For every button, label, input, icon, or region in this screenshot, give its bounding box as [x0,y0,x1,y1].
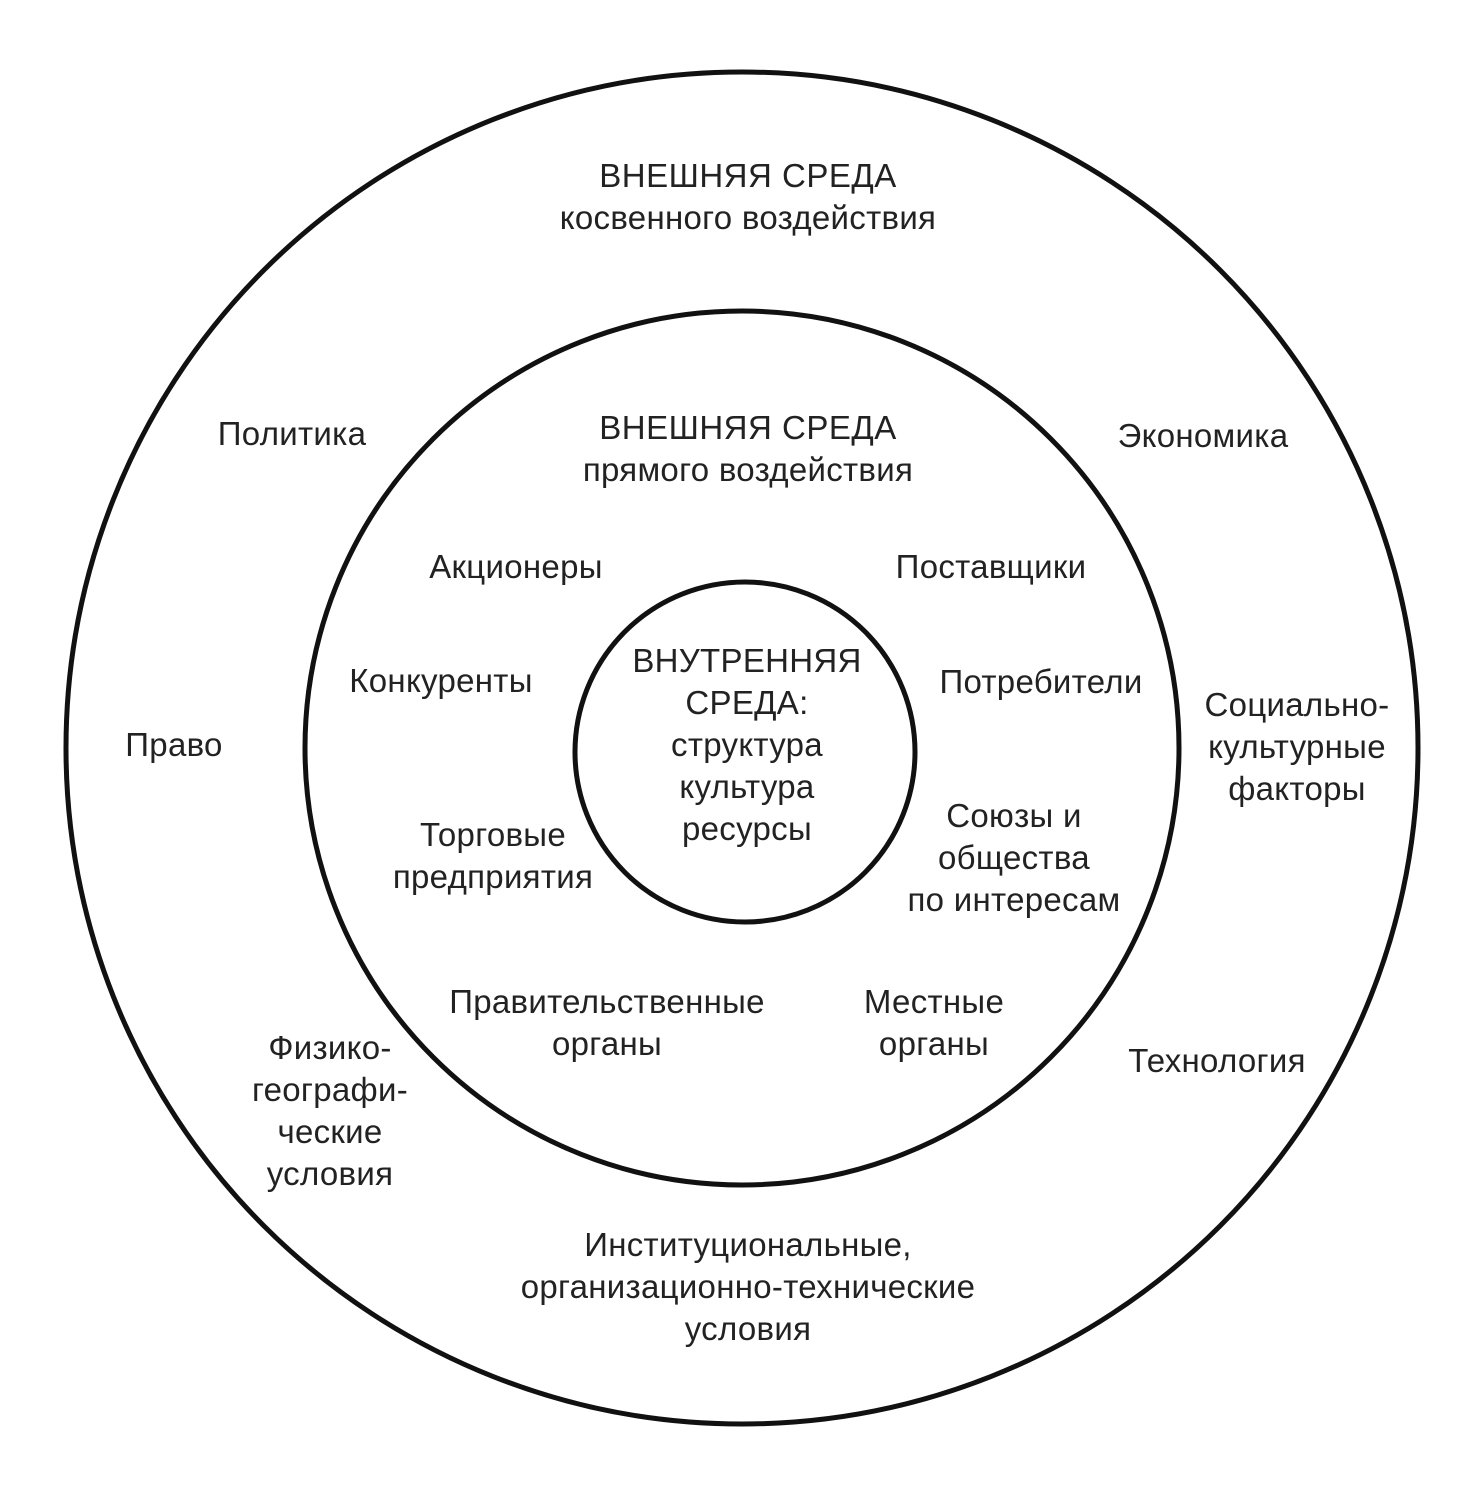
factor-institutional-line-1: Институциональные, [584,1226,912,1263]
middle-ring-subtitle: прямого воздействия [582,451,914,488]
inner-circle-text: ВНУТРЕННЯЯ СРЕДА: структура культура рес… [632,640,861,850]
factor-sociocultural: Социально- культурные факторы [1205,684,1390,810]
factor-institutional-line-2: организационно-технические [520,1268,976,1305]
inner-line-1: ВНУТРЕННЯЯ [632,642,862,679]
middle-ring-title: ВНЕШНЯЯ СРЕДА [599,409,897,446]
factor-local-line-1: Местные [863,983,1005,1020]
factor-law: Право [125,726,223,763]
factor-government-line-1: Правительственные [449,983,765,1020]
factor-suppliers: Поставщики [895,548,1087,585]
factor-government-line-2: органы [551,1025,663,1062]
factor-physgeo-line-3: ческие [277,1113,383,1150]
inner-line-2: СРЕДА: [685,684,809,721]
factor-trade-line-1: Торговые [420,816,566,853]
factor-unions-line-2: общества [938,839,1090,876]
factor-unions-line-3: по интересам [907,881,1121,918]
factor-institutional: Институциональные, организационно-технич… [521,1224,976,1350]
factor-government: Правительственные органы [449,981,765,1065]
factor-physgeo: Физико- географи- ческие условия [252,1027,408,1195]
factor-sociocultural-line-3: факторы [1228,770,1366,807]
factor-trade-line-2: предприятия [392,858,594,895]
factor-shareholders: Акционеры [429,548,603,585]
outer-ring-circle [63,69,1421,1427]
factor-physgeo-line-1: Физико- [268,1029,392,1066]
inner-circle [572,579,918,925]
factor-sociocultural-line-2: культурные [1208,728,1386,765]
factor-politics: Политика [217,415,367,452]
middle-ring-circle [302,308,1182,1188]
factor-technology: Технология [1128,1042,1306,1079]
inner-line-5: ресурсы [681,810,812,847]
factor-local-line-2: органы [878,1025,990,1062]
outer-ring-heading: ВНЕШНЯЯ СРЕДА косвенного воздействия [560,155,936,239]
factor-local: Местные органы [864,981,1004,1065]
factor-consumers: Потребители [939,663,1143,700]
factor-physgeo-line-2: географи- [251,1071,409,1108]
factor-unions-line-1: Союзы и [946,797,1082,834]
factor-competitors: Конкуренты [349,662,533,699]
factor-economy: Экономика [1117,417,1289,454]
middle-ring-heading: ВНЕШНЯЯ СРЕДА прямого воздействия [583,407,913,491]
factor-unions: Союзы и общества по интересам [908,795,1121,921]
factor-sociocultural-line-1: Социально- [1204,686,1390,723]
factor-trade: Торговые предприятия [393,814,593,898]
inner-line-3: структура [671,726,823,763]
outer-ring-title: ВНЕШНЯЯ СРЕДА [599,157,897,194]
inner-line-4: культура [679,768,815,805]
factor-institutional-line-3: условия [684,1310,812,1347]
factor-physgeo-line-4: условия [266,1155,394,1192]
outer-ring-subtitle: косвенного воздействия [559,199,937,236]
